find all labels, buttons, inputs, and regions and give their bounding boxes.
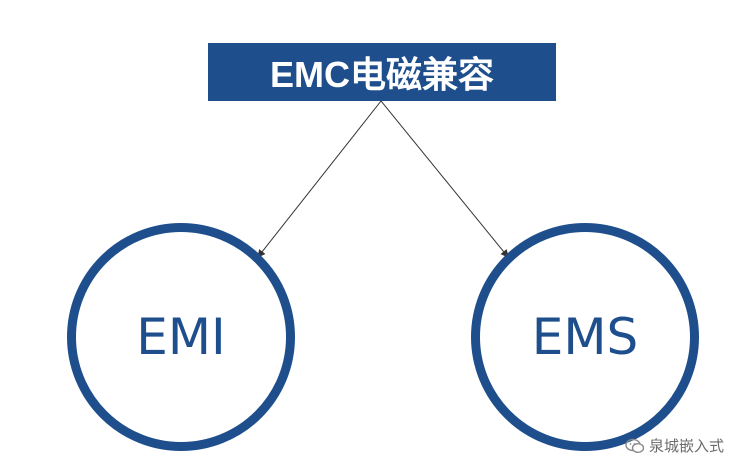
wechat-icon <box>625 438 645 453</box>
emi-label: EMI <box>136 308 226 366</box>
ems-node: EMS <box>471 223 699 451</box>
arrow-to-emi <box>257 100 382 258</box>
emc-root-node: EMC电磁兼容 <box>208 43 556 101</box>
emi-node: EMI <box>67 223 295 451</box>
emc-root-label: EMC电磁兼容 <box>270 54 494 95</box>
watermark-text: 泉城嵌入式 <box>648 438 724 455</box>
watermark: 泉城嵌入式 <box>625 435 724 456</box>
ems-label: EMS <box>531 308 639 366</box>
arrow-to-ems <box>380 100 509 258</box>
